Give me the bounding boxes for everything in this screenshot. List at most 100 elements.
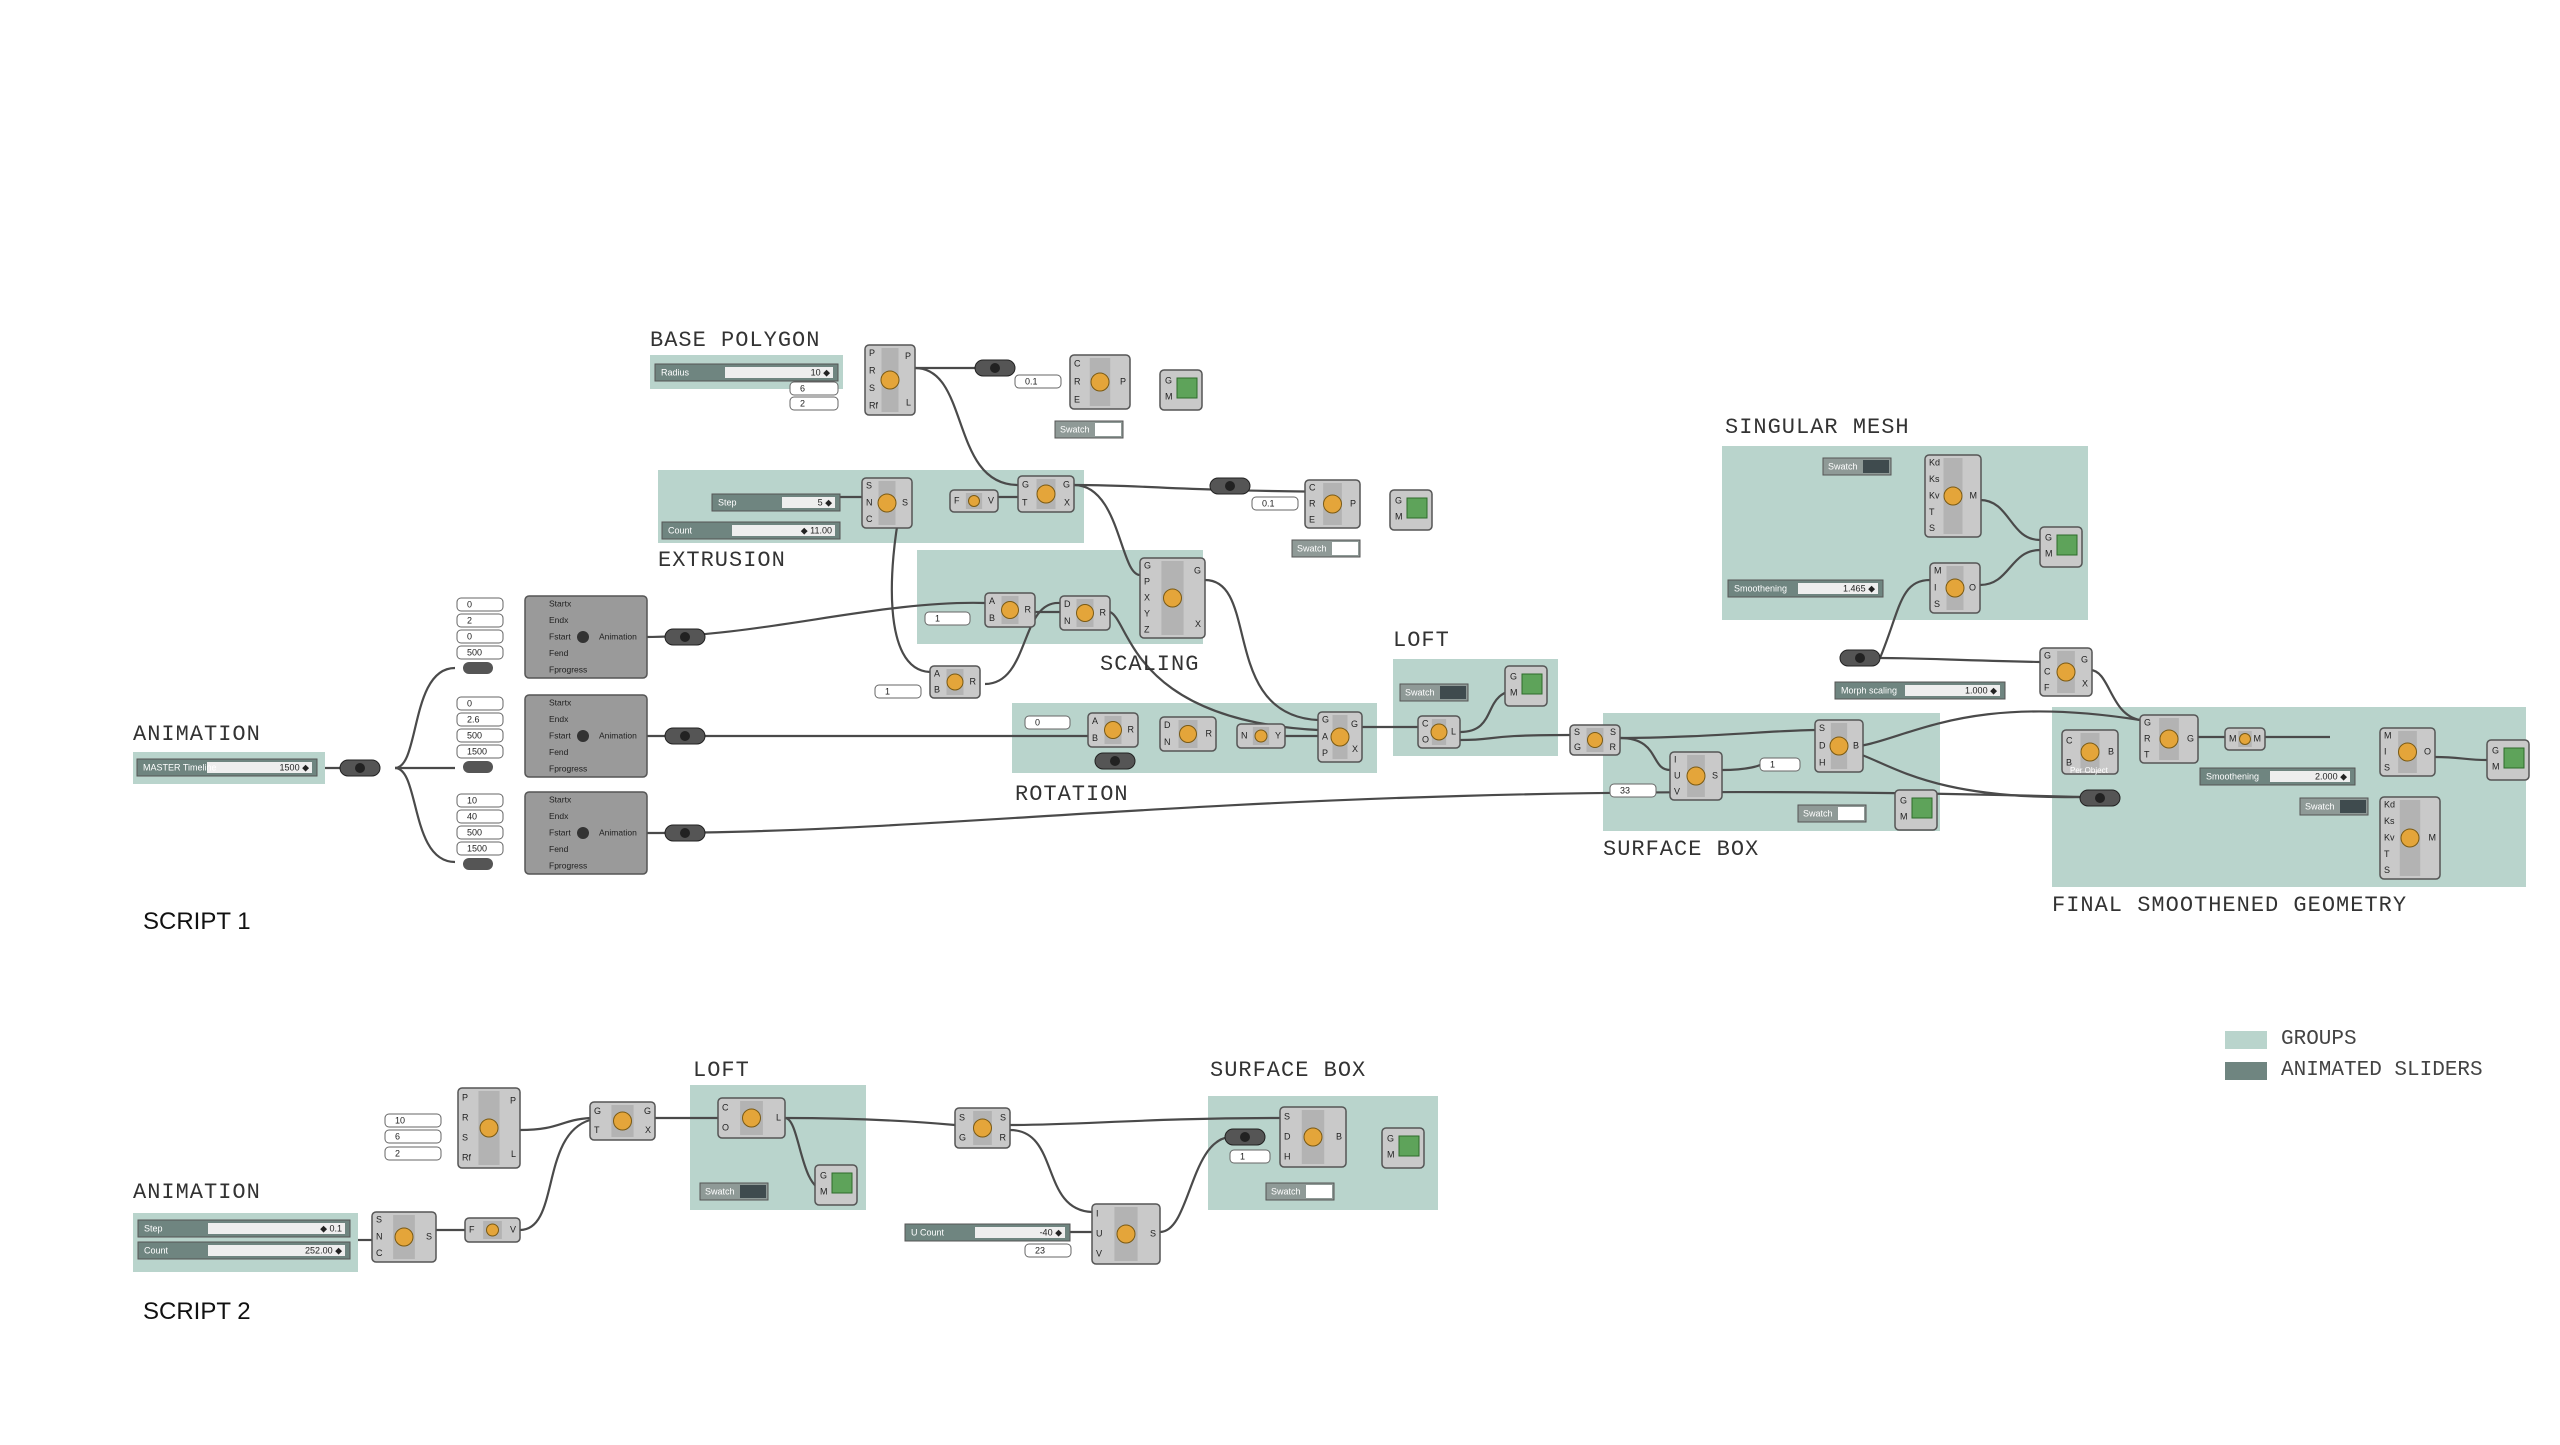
panel-scale-a[interactable]: 1 [924,611,971,626]
slider-step-2-track[interactable] [208,1223,345,1234]
bounding-box-component[interactable]: CBB [2061,729,2119,775]
graph-mapper-3-panel-2-box[interactable] [456,825,504,840]
graph-mapper-3-panel-0[interactable]: 10 [456,793,504,808]
panel-polygon-fillet-box[interactable] [789,396,839,411]
panel-division-b-box[interactable] [874,684,922,699]
preview-surface-box-2[interactable]: GM [1381,1127,1425,1169]
preview-base[interactable]: GM [1159,369,1203,411]
preview-loft-1[interactable]: GM [1504,665,1548,707]
relay-anim-3[interactable] [664,824,706,842]
graph-mapper-3-panel-1[interactable]: 40 [456,809,504,824]
panel-move-a[interactable]: 0.1 [1014,374,1062,389]
division-component-a[interactable]: ABR [984,592,1036,628]
graph-mapper-2-panel-2[interactable]: 500 [456,728,504,743]
graph-mapper-1-panel-2[interactable]: 0 [456,629,504,644]
relay-surface-box-2[interactable] [1224,1128,1266,1146]
panel-move-a-box[interactable] [1014,374,1062,389]
slider-count[interactable]: Count◆ 11.00 [661,521,841,540]
swatch-surface-box-color[interactable] [1838,807,1864,820]
relay-polygon[interactable] [974,359,1016,377]
swatch-extrusion[interactable]: Swatch [1291,539,1361,558]
panel-polygon2-segments[interactable]: 6 [384,1129,442,1144]
range-component-b[interactable]: DNR [1159,716,1217,752]
panel-scale-a-box[interactable] [924,611,971,626]
panel-surface2-count-box[interactable] [1024,1243,1072,1258]
graph-mapper-1-panel-2-box[interactable] [456,629,504,644]
graph-mapper-3-panel-2[interactable]: 500 [456,825,504,840]
preview-surface-box[interactable]: GM [1894,789,1938,831]
panel-box2-h[interactable]: 1 [1229,1149,1271,1164]
graph-mapper-1-panel-3-box[interactable] [456,645,504,660]
swatch-final[interactable]: Swatch [2299,797,2369,816]
swatch-loft-1-color[interactable] [1440,686,1466,699]
panel-polygon2-fillet-box[interactable] [384,1146,442,1161]
panel-rotation-a-box[interactable] [1024,715,1071,730]
graph-mapper-2-panel-1-box[interactable] [456,712,504,727]
graph-mapper-3-panel-3[interactable]: 1500 [456,841,504,856]
panel-box2-h-box[interactable] [1229,1149,1271,1164]
slider-count-2-track[interactable] [208,1245,345,1256]
slider-u-count[interactable]: U Count-40 ◆ [904,1223,1071,1242]
graph-mapper-2-panel-0-box[interactable] [456,696,504,711]
graph-mapper-2-panel-3-box[interactable] [456,744,504,759]
panel-polygon-segments-box[interactable] [789,381,839,396]
panel-move-b-box[interactable] [1251,496,1299,511]
panel-box-h[interactable]: 1 [1759,757,1801,772]
panel-polygon2-segments-box[interactable] [384,1129,442,1144]
swatch-extrusion-color[interactable] [1332,542,1358,555]
slider-radius-track[interactable] [725,367,833,378]
swatch-final-color[interactable] [2340,800,2366,813]
swatch-base[interactable]: Swatch [1054,420,1124,439]
graph-mapper-3-panel-0-box[interactable] [456,793,504,808]
division-component-b[interactable]: ABR [929,665,981,699]
relay-rotation[interactable] [1094,752,1136,770]
preview-extrusion[interactable]: GM [1389,489,1433,531]
graph-mapper-1-panel-0[interactable]: 0 [456,597,504,612]
swatch-loft-2-color[interactable] [740,1185,766,1198]
slider-count-track[interactable] [732,525,835,536]
slider-smoothening-mesh-track[interactable] [1798,583,1878,594]
graph-mapper-2-panel-3[interactable]: 1500 [456,744,504,759]
graph-mapper-2-panel-2-box[interactable] [456,728,504,743]
graph-mapper-1-panel-3[interactable]: 500 [456,645,504,660]
swatch-surface-box-2[interactable]: Swatch [1265,1182,1335,1201]
panel-rotation-a[interactable]: 0 [1024,715,1071,730]
graph-mapper-2-panel-0[interactable]: 0 [456,696,504,711]
relay-extrusion[interactable] [1209,477,1251,495]
panel-polygon2-radius-box[interactable] [384,1113,442,1128]
graph-mapper-1-panel-0-box[interactable] [456,597,504,612]
preview-mesh[interactable]: GM [2039,526,2083,568]
panel-polygon2-fillet[interactable]: 2 [384,1146,442,1161]
relay-morph[interactable] [1839,649,1881,667]
range-component-a[interactable]: DNR [1059,595,1111,631]
relay-anim-2[interactable] [664,727,706,745]
panel-surface-count-box[interactable] [1609,783,1657,798]
